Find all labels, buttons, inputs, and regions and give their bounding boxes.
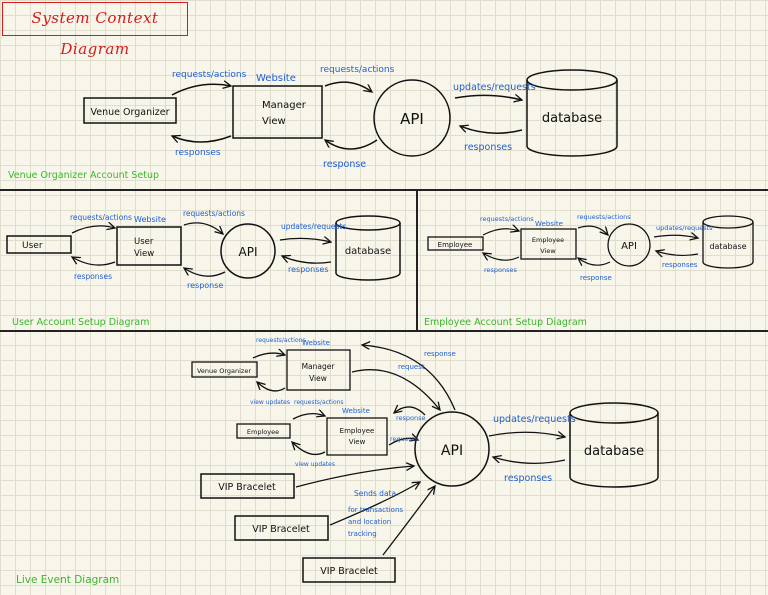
user-requests-actions-label-1: requests/actions <box>70 213 132 222</box>
live-event-diagram: Venue Organizer Manager View Website req… <box>16 337 659 586</box>
database-label: database <box>542 111 602 126</box>
vip-bracelet-label-2: VIP Bracelet <box>252 524 310 535</box>
requests-actions-label-2: requests/actions <box>320 65 395 75</box>
manager-view-label-2: View <box>262 116 286 127</box>
live-responses-db-label: responses <box>504 473 552 484</box>
employee-responses-label-1: responses <box>484 266 518 274</box>
vip-bracelet-box-2 <box>234 515 329 541</box>
user-view-label-2: View <box>134 249 154 259</box>
user-responses-label-1: responses <box>74 272 112 281</box>
sends-data-label-1: Sends data <box>354 489 396 498</box>
live-api-label: API <box>441 443 463 459</box>
user-view-label-1: User <box>134 237 154 247</box>
user-database-label: database <box>345 246 391 257</box>
live-view-updates-label-2: view updates <box>295 461 335 468</box>
live-requests-label-mid: requests <box>390 435 419 443</box>
vip-bracelet-label-3: VIP Bracelet <box>320 566 378 577</box>
website-label: Website <box>256 73 296 84</box>
manager-view-box <box>232 85 323 139</box>
user-view-box <box>116 226 182 266</box>
live-employee-view-label-2: View <box>349 438 366 446</box>
section-dividers <box>0 189 768 332</box>
user-requests-actions-label-2: requests/actions <box>183 209 245 218</box>
manager-view-label-1: Manager <box>262 100 307 111</box>
live-event-caption: Live Event Diagram <box>16 574 119 586</box>
employee-box <box>427 236 484 251</box>
employee-label: Employee <box>438 241 473 249</box>
vip-bracelet-box-1 <box>200 473 295 499</box>
employee-api-label: API <box>621 241 637 252</box>
employee-arrows <box>483 226 698 265</box>
employee-database-label: database <box>709 242 746 251</box>
user-database-cylinder <box>335 215 401 281</box>
responses-db-label: responses <box>464 142 512 153</box>
vip-bracelet-label-1: VIP Bracelet <box>218 482 276 493</box>
live-employee-label: Employee <box>247 428 279 436</box>
employee-setup-diagram: Employee Employee View Website API datab… <box>424 213 754 328</box>
sends-data-label-2: for transactions <box>348 506 403 514</box>
user-label: User <box>22 241 43 251</box>
live-employee-box <box>236 423 291 439</box>
employee-view-label-1: Employee <box>532 236 564 244</box>
user-updates-requests-label: updates/requests <box>281 222 346 231</box>
live-venue-organizer-box <box>191 361 258 378</box>
api-node <box>373 79 451 157</box>
live-api-node <box>414 411 490 487</box>
vip-bracelet-box-3 <box>302 557 396 583</box>
live-website-label-2: Website <box>342 407 370 415</box>
venue-setup-diagram: Venue Organizer Manager View Website API… <box>8 65 618 181</box>
employee-api-node <box>607 223 651 267</box>
user-api-label: API <box>239 245 258 259</box>
venue-setup-caption: Venue Organizer Account Setup <box>8 170 159 181</box>
live-employee-view-box <box>326 417 388 456</box>
live-updates-requests-label: updates/requests <box>493 414 576 425</box>
user-setup-diagram: User User View Website API database requ… <box>6 209 401 328</box>
user-website-label: Website <box>134 215 166 224</box>
employee-view-label-2: View <box>540 247 556 255</box>
live-manager-view-box <box>286 349 351 391</box>
employee-responses-db-label: responses <box>662 261 698 269</box>
responses-label-1: responses <box>175 148 221 158</box>
venue-organizer-label: Venue Organizer <box>91 107 170 118</box>
live-manager-view-label-2: View <box>309 374 327 383</box>
live-employee-view-label-1: Employee <box>340 427 375 435</box>
employee-requests-actions-label-2: requests/actions <box>577 213 631 221</box>
sends-data-label-3: and location <box>348 518 391 526</box>
live-database-cylinder <box>569 402 659 488</box>
user-response-label-2: response <box>187 281 223 290</box>
venue-organizer-box <box>83 97 177 124</box>
live-requests-actions-label-2: requests/actions <box>294 399 344 406</box>
response-label-2: response <box>323 159 366 170</box>
live-requests-actions-label-1: requests/actions <box>256 337 306 344</box>
employee-setup-caption: Employee Account Setup Diagram <box>424 317 587 328</box>
live-request-label-top: request <box>398 363 425 371</box>
user-api-node <box>220 223 276 279</box>
live-website-label-1: Website <box>302 339 330 347</box>
venue-arrows <box>172 82 522 150</box>
sends-data-label-4: tracking <box>348 530 377 538</box>
live-venue-organizer-label: Venue Organizer <box>197 367 251 375</box>
user-box <box>6 235 72 254</box>
live-response-label-mid: response <box>396 414 426 422</box>
user-arrows <box>72 223 331 277</box>
employee-updates-requests-label: updates/requests <box>656 224 713 232</box>
requests-actions-label-1: requests/actions <box>172 70 247 80</box>
employee-website-label: Website <box>535 220 563 228</box>
live-database-label: database <box>584 444 644 459</box>
employee-response-label-2: response <box>580 274 612 282</box>
api-label: API <box>400 110 424 128</box>
live-response-label-top: response <box>424 350 456 358</box>
live-manager-view-label-1: Manager <box>302 362 336 371</box>
live-event-arrows <box>252 345 565 556</box>
employee-requests-actions-label-1: requests/actions <box>480 215 534 223</box>
employee-view-box <box>520 228 577 260</box>
user-setup-caption: User Account Setup Diagram <box>12 317 150 328</box>
user-responses-db-label: responses <box>288 265 329 274</box>
updates-requests-label: updates/requests <box>453 82 536 93</box>
database-cylinder <box>526 69 618 157</box>
live-view-updates-label-1: view updates <box>250 399 290 406</box>
employee-database-cylinder <box>702 215 754 269</box>
diagram-title: System Context Diagram <box>2 2 188 58</box>
